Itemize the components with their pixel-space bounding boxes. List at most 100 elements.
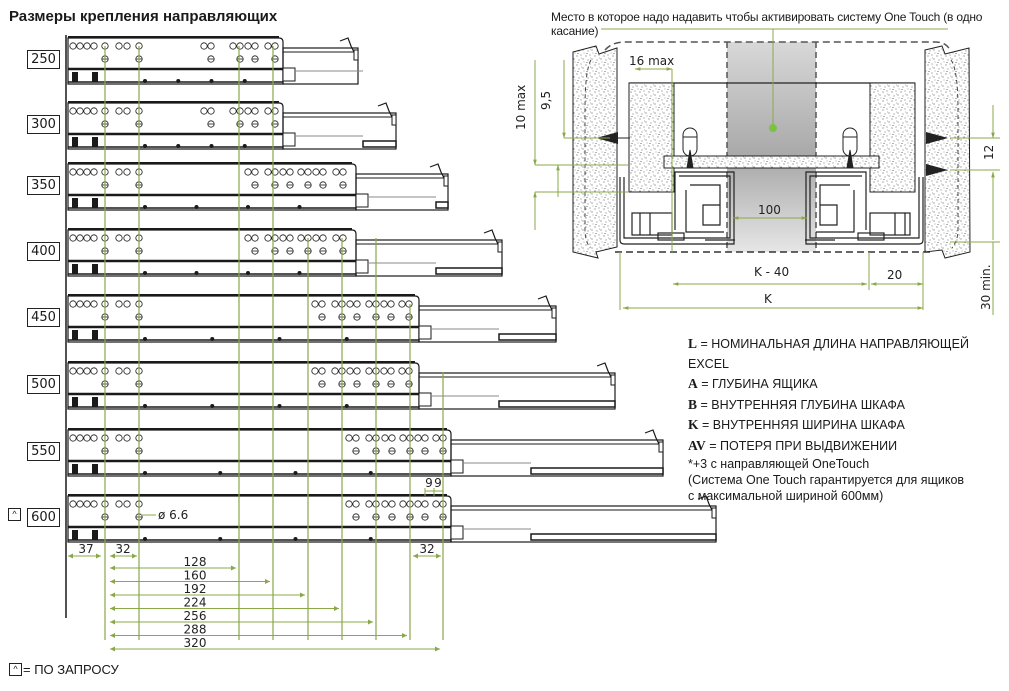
right-runner-profile xyxy=(805,171,924,245)
mounting-hole xyxy=(123,300,131,308)
dim-label: 192 xyxy=(184,582,207,596)
mounting-hole xyxy=(115,168,123,176)
mounting-hole xyxy=(229,42,237,50)
mounting-hole xyxy=(90,300,98,308)
rail-length-label: 400 xyxy=(27,242,60,261)
legend-item: AV = ПОТЕРЯ ПРИ ВЫДВИЖЕНИИ xyxy=(688,437,898,453)
mounting-hole xyxy=(76,434,84,442)
rivet xyxy=(176,144,181,148)
rivet xyxy=(368,537,373,541)
mounting-hole xyxy=(399,434,407,442)
rail-length-label: 450 xyxy=(27,308,60,327)
mounting-hole xyxy=(365,367,373,375)
rail-hook xyxy=(377,102,393,118)
mounting-hole xyxy=(380,300,388,308)
mounting-hole xyxy=(297,168,305,176)
mounting-hole xyxy=(312,168,320,176)
mounting-hole xyxy=(381,500,389,508)
rail-hook xyxy=(596,362,612,378)
rail-hook xyxy=(537,295,553,311)
rivet xyxy=(293,471,298,475)
rail-extension xyxy=(355,239,503,277)
rail-550 xyxy=(67,428,664,477)
mounting-hole xyxy=(398,300,406,308)
mounting-hole xyxy=(421,500,429,508)
dim-label: 9 xyxy=(434,476,442,490)
rail-hook xyxy=(697,495,713,511)
mounting-hole xyxy=(331,300,339,308)
one-touch-caption: Место в которое надо надавить чтобы акти… xyxy=(551,10,983,38)
dimension-lines xyxy=(533,28,1000,315)
label-9-5: 9,5 xyxy=(539,91,553,110)
mounting-hole xyxy=(83,107,91,115)
mounting-hole xyxy=(90,168,98,176)
left-drawer-side xyxy=(628,82,675,193)
locking-clip xyxy=(72,530,78,540)
rail-hook xyxy=(429,163,445,179)
mounting-hole xyxy=(286,168,294,176)
mounting-hole xyxy=(432,500,440,508)
rivet xyxy=(210,404,215,408)
one-touch-press-zone xyxy=(727,42,816,252)
mounting-hole xyxy=(346,367,354,375)
mounting-hole xyxy=(279,234,287,242)
mounting-hole xyxy=(123,42,131,50)
mounting-hole xyxy=(69,500,77,508)
right-cabinet-wall xyxy=(924,45,971,259)
rivet xyxy=(209,79,214,83)
mounting-hole xyxy=(123,434,131,442)
label-12: 12 xyxy=(982,145,996,160)
locking-clip xyxy=(92,72,98,82)
wood-screw-right-bottom xyxy=(926,164,948,176)
rail-250 xyxy=(67,36,363,85)
mounting-hole xyxy=(339,168,347,176)
mounting-hole xyxy=(123,367,131,375)
mounting-hole xyxy=(319,234,327,242)
dim-label: 9 xyxy=(425,476,433,490)
mounting-hole xyxy=(69,234,77,242)
mounting-hole xyxy=(115,500,123,508)
mounting-hole xyxy=(297,234,305,242)
mounting-hole xyxy=(123,234,131,242)
dim-label: 160 xyxy=(184,569,207,583)
legend-item: A = ГЛУБИНА ЯЩИКА xyxy=(688,376,818,391)
locking-clip xyxy=(72,137,78,147)
dim-label: 37 xyxy=(78,542,93,556)
mounting-hole xyxy=(83,500,91,508)
mounting-hole xyxy=(123,168,131,176)
locking-screw-right xyxy=(842,127,858,169)
locking-clip xyxy=(72,72,78,82)
on-request-icon: ^ xyxy=(9,663,22,676)
rivet xyxy=(143,271,147,275)
mounting-hole xyxy=(207,107,215,115)
rail-600 xyxy=(67,494,717,543)
on-request-icon: ^ xyxy=(8,508,21,521)
dim-label: 32 xyxy=(419,542,434,556)
mounting-hole xyxy=(331,367,339,375)
rail-length-label: 350 xyxy=(27,176,60,195)
drawer-bottom xyxy=(663,155,880,169)
rivet xyxy=(242,79,247,83)
mounting-hole xyxy=(90,42,98,50)
mounting-hole xyxy=(76,367,84,375)
dim-label: 32 xyxy=(115,542,130,556)
label-k: K xyxy=(764,292,773,306)
mounting-hole xyxy=(398,367,406,375)
mounting-hole xyxy=(251,107,259,115)
mounting-hole xyxy=(381,434,389,442)
rivet xyxy=(246,205,250,209)
mounting-hole xyxy=(380,367,388,375)
legend: L = НОМИНАЛЬНАЯ ДЛИНА НАПРАВЛЯЮЩЕЙ EXCEL… xyxy=(688,334,1009,504)
rail-length-label: 250 xyxy=(27,50,60,69)
rail-length-label: 550 xyxy=(27,442,60,461)
rail-extension xyxy=(355,173,449,211)
mounting-hole xyxy=(421,434,429,442)
rail-length-label: 300 xyxy=(27,115,60,134)
mounting-hole xyxy=(414,434,422,442)
mounting-hole xyxy=(90,234,98,242)
locking-clip xyxy=(72,198,78,208)
mounting-hole xyxy=(279,168,287,176)
mounting-hole xyxy=(115,434,123,442)
rail-extension xyxy=(450,439,664,477)
legend-item: L = НОМИНАЛЬНАЯ ДЛИНА НАПРАВЛЯЮЩЕЙ EXCEL xyxy=(688,336,969,371)
